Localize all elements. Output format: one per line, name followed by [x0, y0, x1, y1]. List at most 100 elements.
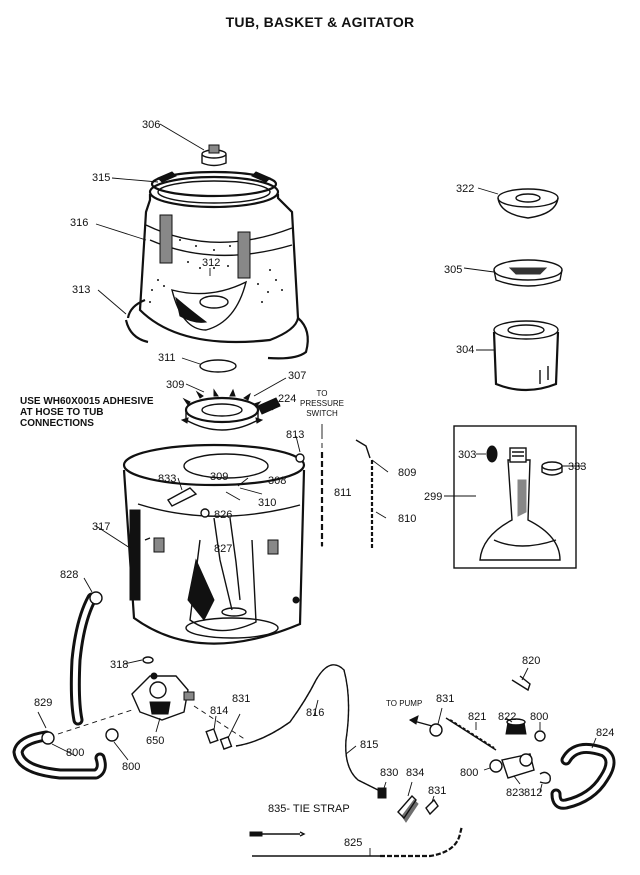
fitting-830 — [377, 787, 387, 799]
snubber-313-right — [267, 317, 309, 360]
label-pressure: PRESSURE — [300, 399, 344, 408]
cap-322 — [497, 188, 559, 219]
label-224: 224 — [278, 393, 296, 405]
pump-650 — [131, 672, 195, 721]
agitator-299 — [479, 447, 561, 561]
label-800a: 800 — [66, 747, 84, 759]
label-810: 810 — [398, 513, 416, 525]
fitting-823 — [501, 753, 535, 779]
hose-829 — [12, 730, 107, 780]
label-to-pump: TO PUMP — [386, 699, 422, 708]
grommet-826 — [200, 508, 210, 518]
clamp-831a — [219, 736, 233, 750]
diagram-title: TUB, BASKET & AGITATOR — [225, 14, 415, 30]
label-322: 322 — [456, 183, 474, 195]
label-308: 308 — [268, 475, 286, 487]
label-815: 815 — [360, 739, 378, 751]
label-823: 823 — [506, 787, 524, 799]
clamp-800b — [105, 728, 119, 742]
label-307: 307 — [288, 370, 306, 382]
label-306: 306 — [142, 119, 160, 131]
bracket-833 — [166, 487, 198, 507]
clamp-814 — [205, 728, 219, 744]
label-827: 827 — [214, 543, 232, 555]
label-304: 304 — [456, 344, 474, 356]
label-315: 315 — [92, 172, 110, 184]
clip-820 — [511, 675, 531, 692]
clamp-800d — [489, 759, 503, 773]
label-299: 299 — [424, 491, 442, 503]
label-303: 303 — [458, 449, 476, 461]
ring-311 — [199, 359, 237, 373]
clamp-800c — [534, 730, 546, 742]
part-303 — [486, 445, 498, 463]
valve-822 — [505, 718, 527, 735]
label-831c: 831 — [436, 693, 454, 705]
part-813 — [295, 453, 305, 463]
label-829: 829 — [34, 697, 52, 709]
label-309b: 309 — [210, 471, 228, 483]
clamp-812 — [539, 771, 551, 784]
part-labels: 306 315 316 313 312 311 309 307 224 813 … — [34, 119, 614, 849]
to-pump-arrow — [409, 715, 433, 727]
label-305: 305 — [444, 264, 462, 276]
adhesive-note-line-3: CONNECTIONS — [20, 418, 94, 429]
label-309: 309 — [166, 379, 184, 391]
label-to: TO — [317, 389, 328, 398]
clip-834 — [397, 794, 419, 823]
dispenser-305 — [493, 259, 563, 287]
label-834: 834 — [406, 767, 424, 779]
label-820: 820 — [522, 655, 540, 667]
hose-821 — [445, 717, 497, 751]
label-831b: 831 — [428, 785, 446, 797]
part-318 — [142, 656, 154, 664]
label-811: 811 — [334, 487, 352, 499]
balance-ring-315 — [150, 170, 278, 198]
label-switch: SWITCH — [306, 409, 338, 418]
label-316: 316 — [70, 217, 88, 229]
label-828: 828 — [60, 569, 78, 581]
hose-810 — [355, 439, 374, 548]
cup-304 — [492, 320, 560, 392]
label-831a: 831 — [232, 693, 250, 705]
label-800b: 800 — [122, 761, 140, 773]
label-310: 310 — [258, 497, 276, 509]
label-824: 824 — [596, 727, 614, 739]
label-814: 814 — [210, 705, 228, 717]
cap-333 — [541, 461, 563, 476]
label-833: 833 — [158, 473, 176, 485]
label-311: 311 — [158, 352, 176, 364]
label-800c: 800 — [530, 711, 548, 723]
label-313: 313 — [72, 284, 90, 296]
label-650: 650 — [146, 735, 164, 747]
hose-815 — [235, 664, 379, 791]
ring-308 — [183, 453, 269, 479]
clamp-831b — [425, 798, 439, 816]
hub-307 — [180, 388, 281, 431]
label-312: 312 — [202, 257, 220, 269]
label-822: 822 — [498, 711, 516, 723]
label-813: 813 — [286, 429, 304, 441]
label-826: 826 — [214, 509, 232, 521]
adhesive-note: USE WH60X0015 ADHESIVE AT HOSE TO TUB CO… — [20, 396, 154, 429]
clamp-800a — [41, 731, 55, 745]
agitator-box-299 — [453, 425, 577, 569]
leader-lines — [37, 123, 597, 856]
adhesive-note-line-2: AT HOSE TO TUB — [20, 407, 104, 418]
label-809: 809 — [398, 467, 416, 479]
label-tie-strap: 835- TIE STRAP — [268, 803, 350, 815]
agitator-cap-306 — [201, 144, 227, 167]
adhesive-note-line-1: USE WH60X0015 ADHESIVE — [20, 396, 154, 407]
hose-828 — [69, 591, 103, 726]
label-317: 317 — [92, 521, 110, 533]
wash-basket-316 — [138, 175, 300, 344]
snubber-313 — [124, 298, 149, 344]
label-825: 825 — [344, 837, 362, 849]
clamp-831c — [429, 723, 443, 737]
label-800d: 800 — [460, 767, 478, 779]
label-821: 821 — [468, 711, 486, 723]
label-816: 816 — [306, 707, 324, 719]
hose-824 — [550, 742, 616, 810]
